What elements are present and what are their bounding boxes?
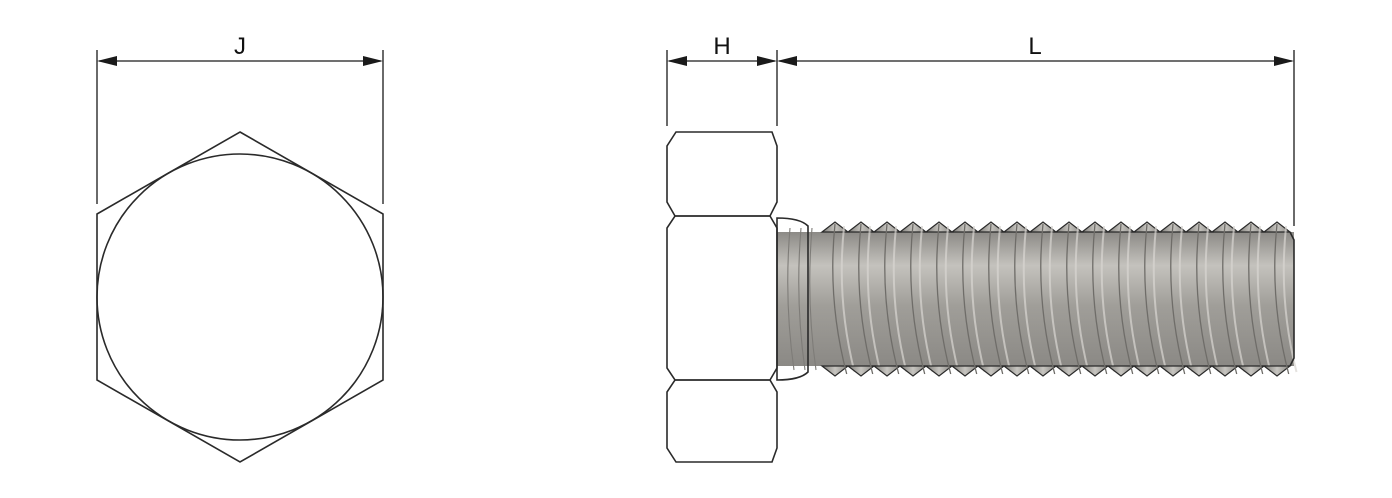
thread-ridge <box>962 223 978 375</box>
thread-highlight <box>1178 225 1194 373</box>
thread-highlight <box>1074 225 1090 373</box>
thread-crest-bottom <box>924 365 954 377</box>
thread-highlight <box>866 225 882 373</box>
thread-ridge <box>1248 223 1264 375</box>
thread-ridge <box>910 223 926 375</box>
dimension-l: L <box>777 33 1295 226</box>
thread-ridge <box>884 223 900 375</box>
head-top-view <box>96 131 384 463</box>
thread-crest-bottom <box>1184 365 1214 377</box>
dimension-h: H <box>666 33 778 126</box>
thread-core <box>777 232 1294 366</box>
thread-ridge <box>858 223 874 375</box>
thread-crest-bottom <box>1262 365 1292 377</box>
thread-shank <box>776 217 1298 381</box>
thread-highlight <box>996 225 1012 373</box>
thread-highlight <box>892 225 908 373</box>
thread-crest-bottom <box>1080 365 1110 377</box>
thread-teeth <box>787 221 1298 377</box>
thread-fillet <box>776 217 809 381</box>
thread-highlight <box>1022 225 1038 373</box>
thread-crest-bottom <box>872 365 902 377</box>
thread-highlight <box>1152 225 1168 373</box>
dimension-label-l: L <box>1028 33 1041 60</box>
hex-head-bottom-flat <box>666 379 778 463</box>
thread-crest-bottom <box>846 365 876 377</box>
bolt-side-view <box>666 131 1298 463</box>
thread-highlight <box>1230 225 1246 373</box>
dimension-j: J <box>96 33 384 204</box>
thread-highlight <box>1256 225 1272 373</box>
thread-crest-bottom <box>950 365 980 377</box>
thread-highlight <box>1100 225 1116 373</box>
thread-runout <box>787 227 795 371</box>
thread-highlight <box>1282 225 1298 373</box>
thread-crest-bottom <box>1106 365 1136 377</box>
thread-crest-bottom <box>820 365 850 377</box>
thread-ridge <box>1170 223 1186 375</box>
thread-ridge <box>1092 223 1108 375</box>
thread-ridge <box>936 223 952 375</box>
thread-crest-bottom <box>1002 365 1032 377</box>
thread-ridge <box>1066 223 1082 375</box>
thread-highlight <box>840 225 856 373</box>
dimension-label-h: H <box>713 33 730 60</box>
thread-crest-bottom <box>1158 365 1188 377</box>
thread-end <box>1289 231 1295 367</box>
hex-head-top-flat <box>666 131 778 217</box>
hex-head-middle-flat <box>666 215 778 381</box>
thread-crest-bottom <box>898 365 928 377</box>
thread-crest-bottom <box>1132 365 1162 377</box>
thread-runout <box>798 227 806 371</box>
thread-highlight <box>918 225 934 373</box>
head-dome <box>96 153 384 441</box>
thread-ridge <box>832 223 848 375</box>
thread-crest-bottom <box>976 365 1006 377</box>
thread-crest-bottom <box>1210 365 1240 377</box>
hex-outline <box>96 131 384 463</box>
thread-crest-bottom <box>1054 365 1084 377</box>
thread-highlight <box>1126 225 1142 373</box>
thread-crest-bottom <box>1028 365 1058 377</box>
thread-ridge <box>1222 223 1238 375</box>
thread-highlight <box>970 225 986 373</box>
thread-ridge <box>1118 223 1134 375</box>
thread-highlight <box>944 225 960 373</box>
dimension-label-j: J <box>234 33 246 60</box>
hex-head-side <box>666 131 778 463</box>
thread-ridge <box>1040 223 1056 375</box>
thread-ridge <box>988 223 1004 375</box>
thread-runout <box>809 227 817 371</box>
thread-ridge <box>1196 223 1212 375</box>
thread-crest-bottom <box>1236 365 1266 377</box>
thread-ridge <box>1014 223 1030 375</box>
thread-ridge <box>1144 223 1160 375</box>
thread-highlight <box>1204 225 1220 373</box>
thread-ridge <box>1274 223 1290 375</box>
thread-highlight <box>1048 225 1064 373</box>
